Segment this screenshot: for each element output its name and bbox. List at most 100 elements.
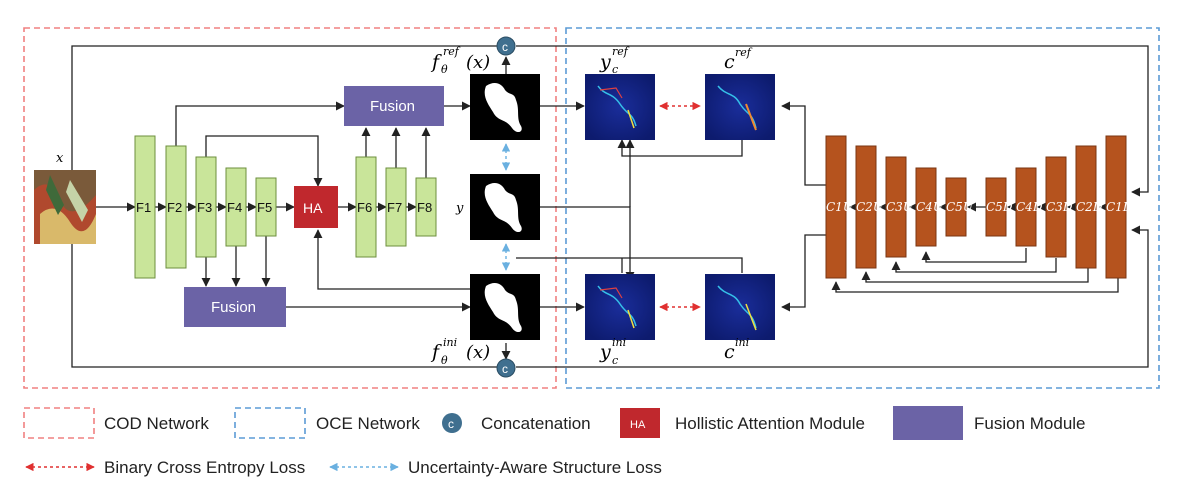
legend-ha-icon-text: HA [630,419,646,431]
c5d-label: C5D [986,200,1013,214]
svg-text:ini: ini [443,336,457,349]
f1-label: F1 [136,200,151,215]
encoder-blocks: F1 F2 F3 F4 F5 [134,135,277,279]
f4-block [225,167,247,247]
svg-text:c: c [724,51,735,73]
svg-text:y: y [599,341,611,363]
f7-block [385,167,407,247]
legend-concat-icon [442,413,462,433]
svg-text:ini: ini [612,336,626,349]
c2d-block [1075,145,1097,269]
cod-network-region [23,27,557,389]
c4u-label: C4U [916,200,944,214]
mask-gt [470,174,540,240]
c-ref-label: c ref [724,46,753,73]
svg-text:(x): (x) [466,342,490,363]
c-ini-map [705,274,775,340]
ha-module [294,186,338,228]
c3d-label: C3D [1046,200,1073,214]
c3d-block [1045,156,1067,258]
input-image [34,170,96,244]
input-label: x [56,151,64,166]
legend-fusion-text: Fusion Module [974,414,1086,433]
legend-cod-text: COD Network [104,414,209,433]
f5-label: F5 [257,200,272,215]
mask-ref [470,74,540,140]
mask-ini-label: f θ ini (x) [430,336,490,367]
svg-text:c: c [502,362,508,376]
legend-concat-symbol: c [448,417,454,431]
c2u-block [855,145,877,269]
svg-text:θ: θ [441,63,448,76]
c5u-label: C5U [946,200,974,214]
c1u-block [825,135,847,279]
legend-oce-text: OCE Network [316,414,420,433]
f6-label: F6 [357,200,372,215]
oce-network-region [565,27,1160,389]
svg-text:ref: ref [443,45,461,58]
f5-block [255,177,277,237]
yc-ini-label: y c ini [599,336,626,367]
fusion-top-label: Fusion [370,98,415,115]
legend-ha-swatch [620,408,660,438]
f3-block [195,156,217,258]
ha-label: HA [303,200,323,216]
legend: COD Network OCE Network c Concatenation … [23,406,1086,477]
yc-ref-map [585,74,655,140]
c5d-block [985,177,1007,237]
f4-label: F4 [227,200,242,215]
f7-label: F7 [387,200,402,215]
concat-top: c [496,36,516,56]
svg-text:c: c [502,40,508,54]
yc-ref-label: y c ref [599,45,630,76]
svg-text:θ: θ [441,354,448,367]
legend-ua-text: Uncertainty-Aware Structure Loss [408,458,662,477]
oce-decoder: C1U C2U C3U C4U C5U C5D C4D C3D C2D C1D [825,135,1133,279]
c2u-label: C2U [856,200,884,214]
c-ref-map [705,74,775,140]
legend-oce-swatch [234,407,306,439]
svg-text:f: f [430,341,442,363]
svg-text:c: c [612,63,618,76]
refine-blocks: F6 F7 F8 [355,156,437,258]
c-ini-label: c ini [724,336,749,363]
f8-block [415,177,437,237]
legend-ha-text: Hollistic Attention Module [675,414,865,433]
svg-text:ref: ref [735,46,753,59]
legend-cod-swatch [23,407,95,439]
c2d-label: C2D [1076,200,1103,214]
fusion-bottom-label: Fusion [211,299,256,316]
mask-ref-label: f θ ref (x) [430,45,490,76]
svg-text:y: y [599,51,611,73]
f3-label: F3 [197,200,212,215]
legend-bce-text: Binary Cross Entropy Loss [104,458,305,477]
c1d-label: C1D [1106,200,1133,214]
f8-label: F8 [417,200,432,215]
c3u-label: C3U [886,200,914,214]
concat-bottom: c [496,358,516,378]
c5u-block [945,177,967,237]
wires [71,45,1149,368]
svg-text:c: c [612,354,618,367]
f2-label: F2 [167,200,182,215]
svg-text:(x): (x) [466,52,490,73]
svg-text:f: f [430,51,442,73]
f6-block [355,156,377,258]
f2-block [165,145,187,269]
c4d-label: C4D [1016,200,1043,214]
f1-block [134,135,156,279]
svg-text:ini: ini [735,336,749,349]
mask-ini [470,274,540,340]
c4d-block [1015,167,1037,247]
c3u-block [885,156,907,258]
fusion-bottom [184,287,286,327]
yc-ini-map [585,274,655,340]
gt-label: y [455,201,464,216]
legend-concat-text: Concatenation [481,414,591,433]
c1d-block [1105,135,1127,279]
fusion-top [344,86,444,126]
c4u-block [915,167,937,247]
c1u-label: C1U [826,200,854,214]
legend-fusion-swatch [893,406,963,440]
